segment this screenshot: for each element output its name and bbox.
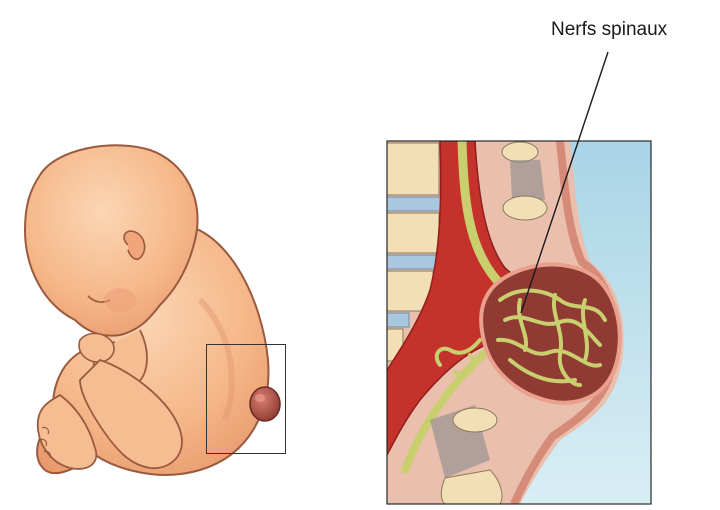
nerves-label: Nerfs spinaux <box>551 19 667 41</box>
sac-highlight <box>255 394 265 402</box>
fetus-sac <box>250 387 280 421</box>
fetus-cheek <box>104 288 136 312</box>
fetus-figure <box>25 145 280 475</box>
cross-section-panel <box>387 141 651 504</box>
fetus-hand <box>79 333 114 362</box>
